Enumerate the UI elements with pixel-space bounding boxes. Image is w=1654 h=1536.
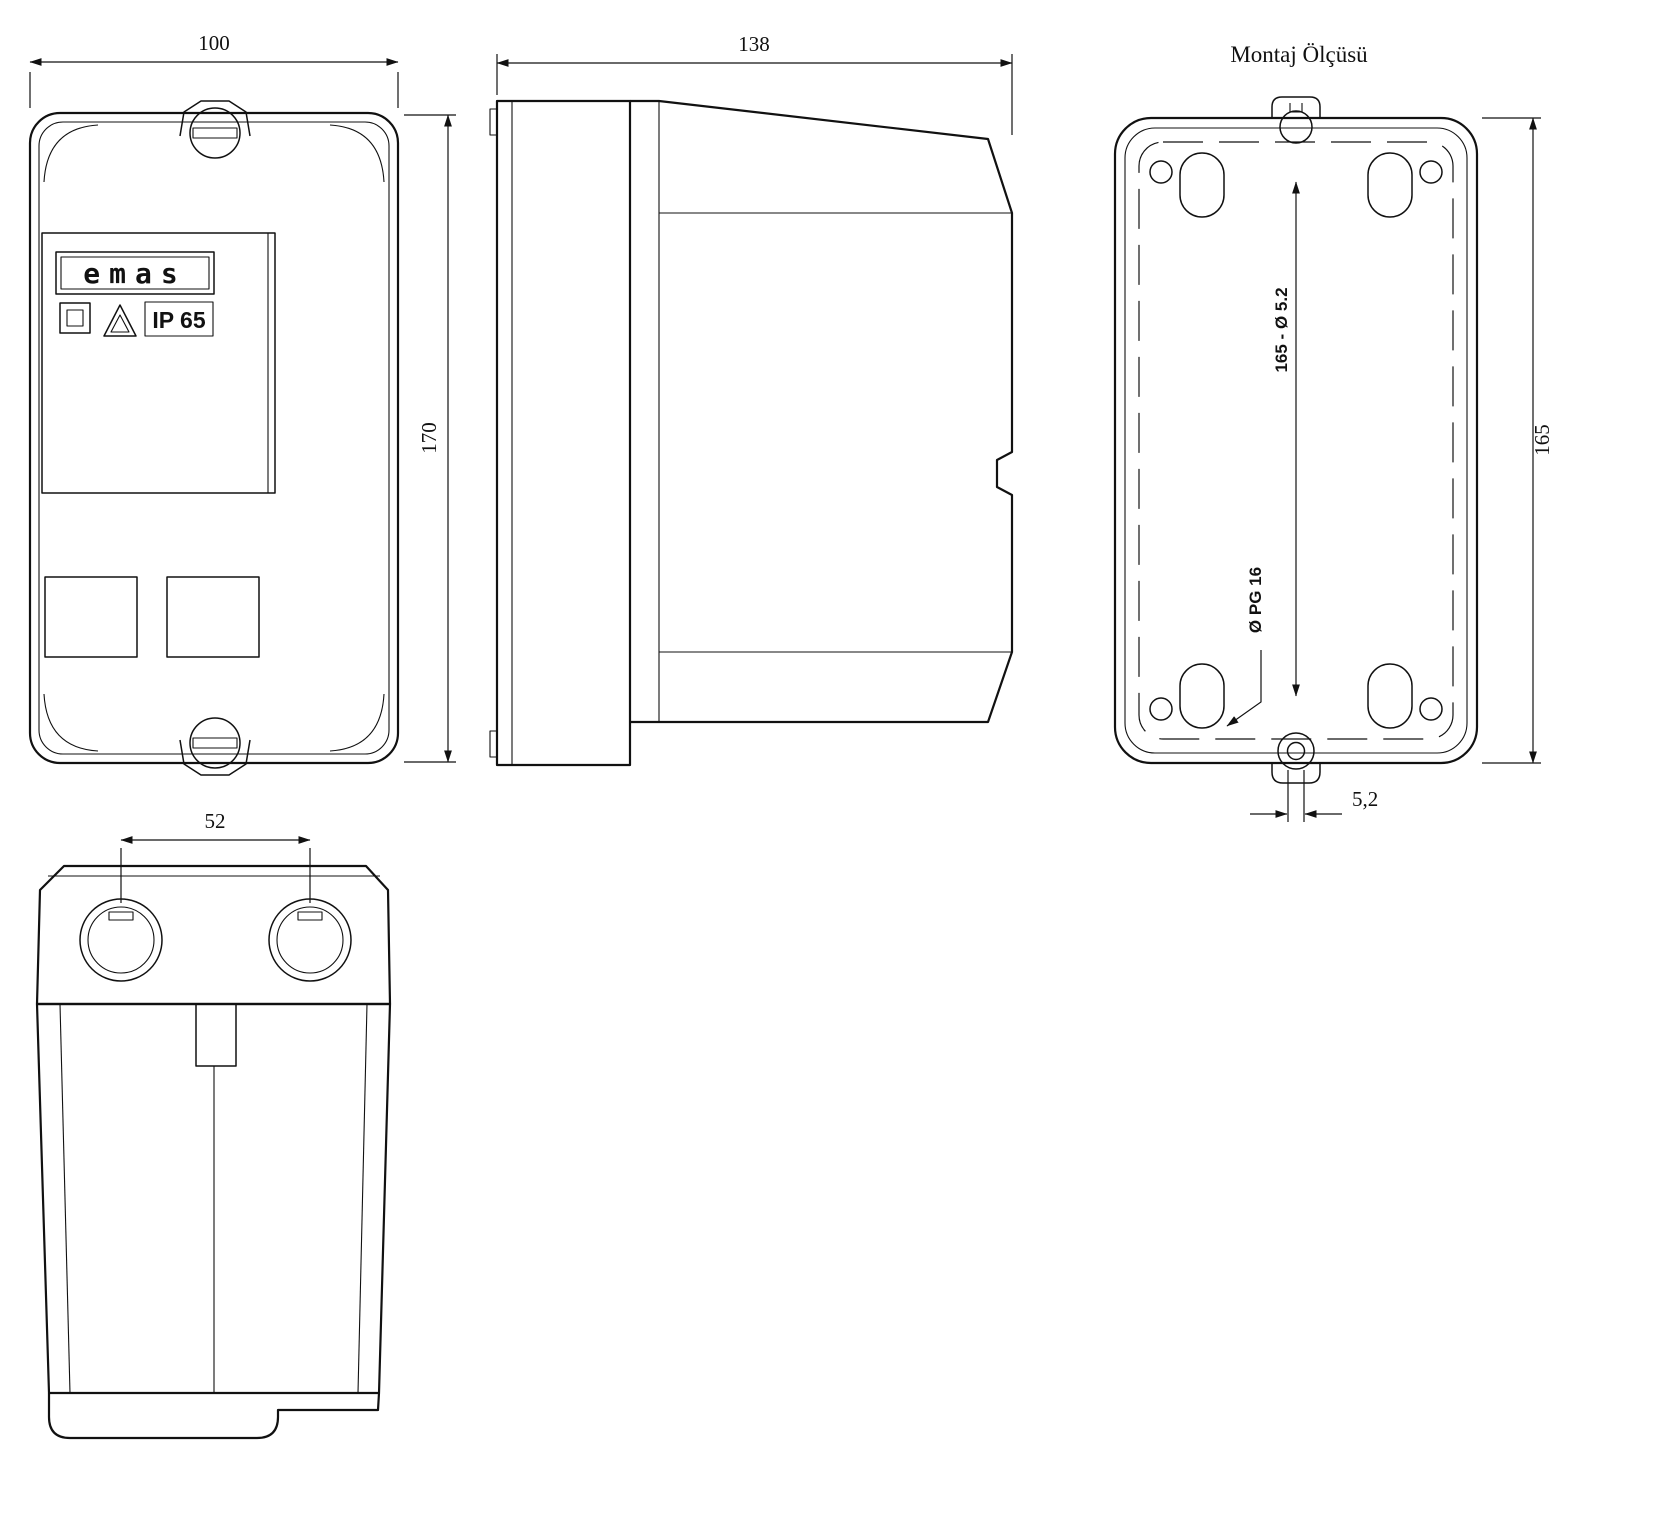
side-body-profile [630,99,1014,724]
dim-back-height-text: 165 [1530,424,1554,456]
bottom-view: 52 [35,809,392,1440]
front-bottom-screw [179,717,251,776]
bottom-cable-gland-right [268,898,352,982]
front-knockout-left [44,576,138,658]
screw-slot [192,737,238,749]
back-mounting-hole [1286,741,1306,761]
class2-insulation-icon [59,302,91,334]
gland-slot [297,911,323,921]
bottom-cable-gland-left [79,898,163,982]
back-corner-hole-bl [1149,697,1173,721]
dim-side-depth-text: 138 [738,32,770,56]
bottom-gland-face [35,864,392,1006]
side-view: 138 [489,32,1014,767]
front-corner-arc-br [329,693,385,752]
back-inner-body [1124,127,1468,754]
front-outer-body [28,111,400,765]
dim-back-hole-diameter: 5,2 [1250,770,1378,822]
front-corner-arc-tl [43,124,99,183]
back-oval-slot-br [1367,663,1413,729]
dim-back-hole-spacing: 165 - Ø 5.2 [1272,181,1300,697]
front-inner-body [38,121,390,755]
back-top-mounting-boss [1271,96,1321,144]
back-oval-slot-tr [1367,152,1413,218]
back-corner-hole-tl [1149,160,1173,184]
warning-triangle-icon [103,304,137,337]
front-top-screw [179,100,251,159]
back-corner-hole-tr [1419,160,1443,184]
dim-front-width-text: 100 [198,31,230,55]
front-knockout-right [166,576,260,658]
back-corner-hole-br [1419,697,1443,721]
mounting-view-title: Montaj Ölçüsü [1230,42,1368,67]
leader-arrow [1226,650,1262,727]
dim-bottom-gland-spacing-text: 52 [205,809,226,833]
cable-gland-label: Ø PG 16 [1246,567,1265,633]
front-view: emas IP 65 100 [28,31,456,776]
back-rib-segments [1138,141,1454,740]
back-view: Montaj Ölçüsü 165 - Ø 5.2 Ø PG 16 [1113,42,1554,822]
dim-front-height: 170 [404,114,456,763]
dim-back-hole-diameter-text: 5,2 [1352,787,1378,811]
gland-slot [108,911,134,921]
side-top-lip [489,108,498,136]
dim-front-width: 100 [29,31,399,108]
emas-logo: emas [55,251,215,295]
back-oval-slot-tl [1179,152,1225,218]
dim-bottom-gland-spacing: 52 [120,809,311,903]
back-bottom-mounting-boss [1271,732,1321,784]
bottom-lid-step [47,1392,381,1440]
dim-side-depth: 138 [496,32,1013,135]
side-front-flange [495,99,632,767]
dim-back-hole-spacing-text: 165 - Ø 5.2 [1272,287,1291,372]
screw-slot [192,127,238,139]
dim-back-height: 165 [1482,117,1554,764]
front-corner-arc-tr [329,124,385,183]
front-label-panel: emas IP 65 [41,232,276,494]
bottom-center-latch [195,1003,237,1067]
back-cable-gland-callout: Ø PG 16 [1226,567,1265,727]
front-corner-arc-bl [43,693,99,752]
ip-rating-badge: IP 65 [144,301,214,337]
back-outer-body [1113,116,1479,765]
ip-rating-text: IP 65 [152,307,205,333]
back-oval-slot-bl [1179,663,1225,729]
dim-front-height-text: 170 [417,422,441,454]
emas-logo-text: emas [83,257,186,290]
side-bottom-lip [489,730,498,758]
